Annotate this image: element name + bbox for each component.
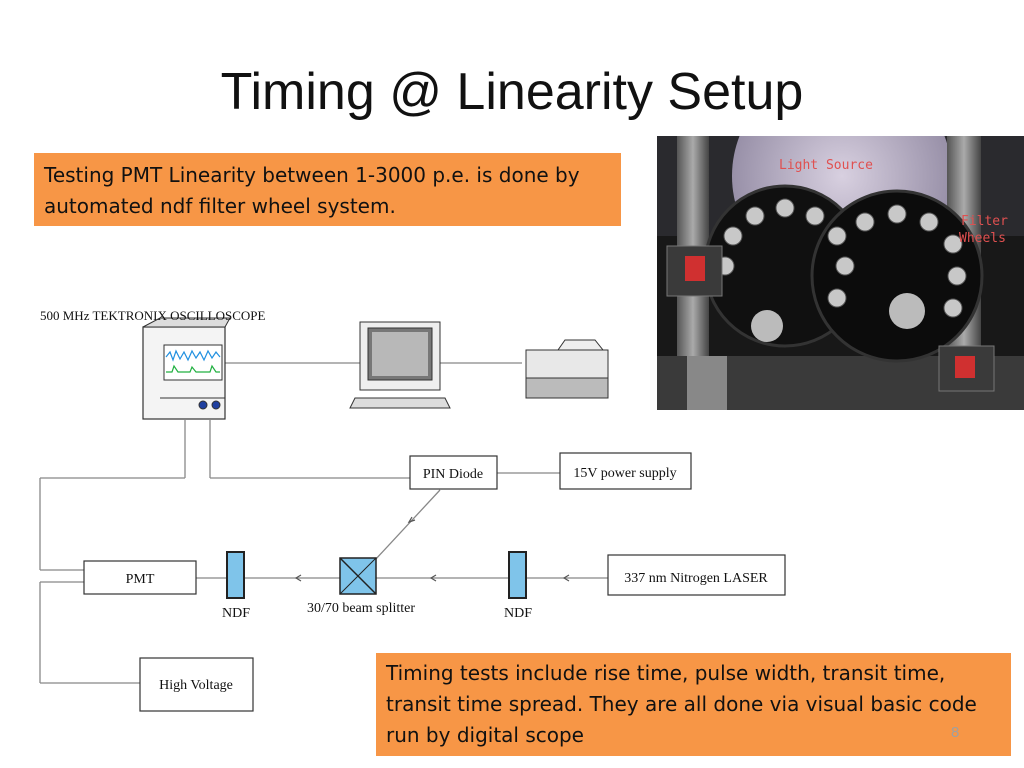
ndf-left-label: NDF	[222, 606, 250, 621]
pin-diode-label: PIN Diode	[423, 467, 483, 482]
oscilloscope	[142, 317, 231, 420]
slide-title: Timing @ Linearity Setup	[220, 63, 804, 121]
filter-wheel-photo: Light Source Filter Wheels	[657, 136, 1024, 410]
page-number: 8	[951, 724, 960, 741]
oscilloscope-label: 500 MHz TEKTRONIX OSCILLOSCOPE	[40, 308, 266, 323]
beam-splitter	[339, 557, 377, 595]
power-supply-box	[559, 452, 692, 490]
callout-timing: Timing tests include rise time, pulse wi…	[376, 653, 1011, 756]
callout-linearity: Testing PMT Linearity between 1-3000 p.e…	[34, 153, 621, 226]
wires	[39, 362, 608, 684]
high-voltage-box	[139, 657, 254, 712]
beam-splitter-label: 30/70 beam splitter	[307, 601, 415, 616]
pmt-label: PMT	[126, 572, 155, 587]
ndf-filter-left	[226, 551, 245, 599]
ndf-filter-right	[508, 551, 527, 599]
filter-label: Filter	[961, 214, 1008, 229]
filter-wheel-photo-graphic: Light Source Filter Wheels	[657, 136, 1024, 410]
power-supply-label: 15V power supply	[573, 466, 676, 481]
ndf-right-label: NDF	[504, 606, 532, 621]
laser-box	[607, 554, 786, 596]
pin-diode-box	[409, 455, 498, 490]
light-source-label: Light Source	[779, 158, 873, 173]
computer-icon	[349, 321, 451, 409]
wheels-label: Wheels	[959, 231, 1006, 246]
pmt-box	[83, 560, 197, 595]
beam-arrows	[294, 516, 570, 582]
printer-icon	[525, 339, 609, 399]
laser-label: 337 nm Nitrogen LASER	[624, 571, 768, 586]
high-voltage-label: High Voltage	[159, 678, 233, 693]
